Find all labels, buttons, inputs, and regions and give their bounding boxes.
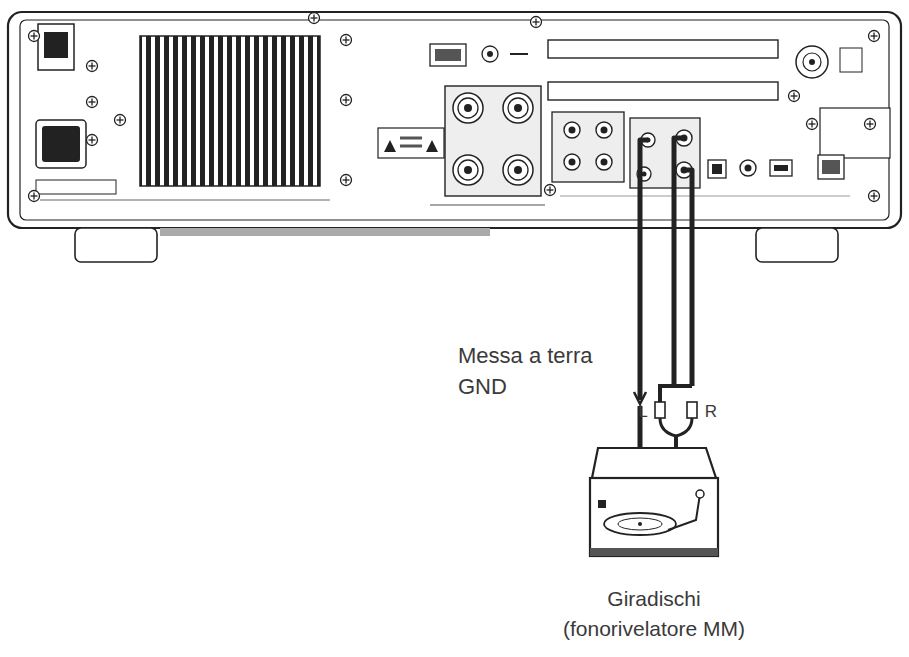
power-switch [38,24,74,70]
channel-label: L [638,402,647,422]
channel-label: R [705,402,717,422]
foot [756,228,838,262]
foot [75,228,157,262]
ground-label: Messa a terra GND [458,340,614,402]
device-label: Giradischi (fonorivelatore MM) [553,584,756,644]
speaker-terminals [445,86,541,196]
heat-sink [140,36,320,186]
card-slot [548,82,778,100]
card-slot [548,40,778,58]
turntable [590,448,718,556]
receiver-body [8,12,901,228]
antenna-jack [796,46,828,78]
audio-cable [655,138,697,448]
rca-plug [687,402,697,418]
ground-wire [634,140,648,448]
rca-plug [655,402,665,418]
power-inlet [36,120,86,168]
